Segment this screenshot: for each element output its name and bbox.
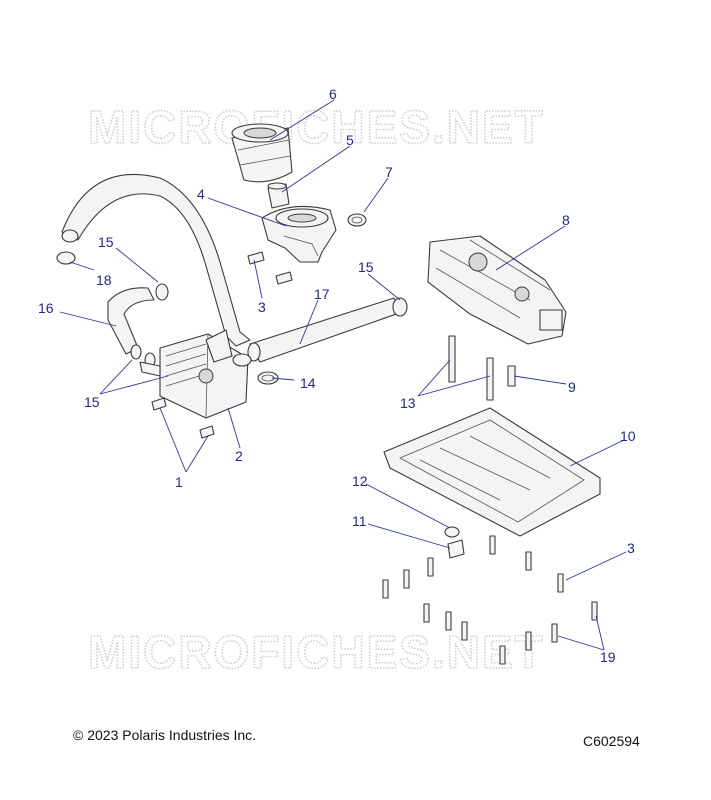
callout-17: 17 (314, 286, 330, 302)
callout-18: 18 (96, 272, 112, 288)
oil-pump (427, 235, 567, 345)
bolts-1 (151, 397, 215, 439)
drain-washer-12 (444, 526, 460, 538)
upper-coolant-hose (61, 173, 251, 347)
figure-id: C602594 (583, 733, 640, 749)
callout-2: 2 (235, 448, 243, 464)
callout-6: 6 (329, 86, 337, 102)
callout-15-lower: 15 (84, 394, 100, 410)
bolts-3-upper (247, 251, 293, 285)
callout-15-upper-left: 15 (98, 234, 114, 250)
callout-19: 19 (600, 649, 616, 665)
oil-filter (231, 123, 293, 183)
callout-1: 1 (175, 474, 183, 490)
callouts: 6 5 4 7 8 15 18 3 15 17 16 14 15 9 13 10… (38, 86, 636, 665)
hose-clamp-15-left (155, 283, 169, 301)
callout-16: 16 (38, 300, 54, 316)
coolant-hose-16 (107, 287, 155, 355)
oil-pan (383, 407, 601, 537)
callout-9: 9 (568, 379, 576, 395)
coolant-tube-17 (247, 297, 408, 363)
watermark-bottom: MICROFICHES.NET (88, 626, 545, 678)
bolt-9 (507, 365, 516, 387)
oil-filter-housing (261, 205, 337, 263)
callout-3-upper: 3 (258, 299, 266, 315)
hose-clamp-18 (56, 251, 76, 265)
callout-10: 10 (620, 428, 636, 444)
leader-lines (59, 99, 627, 651)
callout-3-lower: 3 (627, 540, 635, 556)
callout-11: 11 (352, 513, 367, 529)
callout-8: 8 (562, 212, 570, 228)
callout-12: 12 (352, 473, 368, 489)
watermark-top: MICROFICHES.NET (88, 101, 545, 153)
callout-7: 7 (385, 164, 393, 180)
callout-5: 5 (346, 132, 354, 148)
pan-bolts (382, 535, 598, 665)
hose-clamp-7 (347, 213, 367, 227)
copyright-notice: © 2023 Polaris Industries Inc. (73, 727, 257, 743)
filter-adapter-nipple (267, 182, 290, 209)
callout-15-right: 15 (358, 259, 374, 275)
oil-cooler (139, 329, 249, 419)
callout-13: 13 (400, 395, 416, 411)
bolts-13 (448, 335, 494, 401)
callout-14: 14 (300, 375, 316, 391)
drain-plug-11 (447, 539, 465, 559)
callout-4: 4 (197, 186, 205, 202)
